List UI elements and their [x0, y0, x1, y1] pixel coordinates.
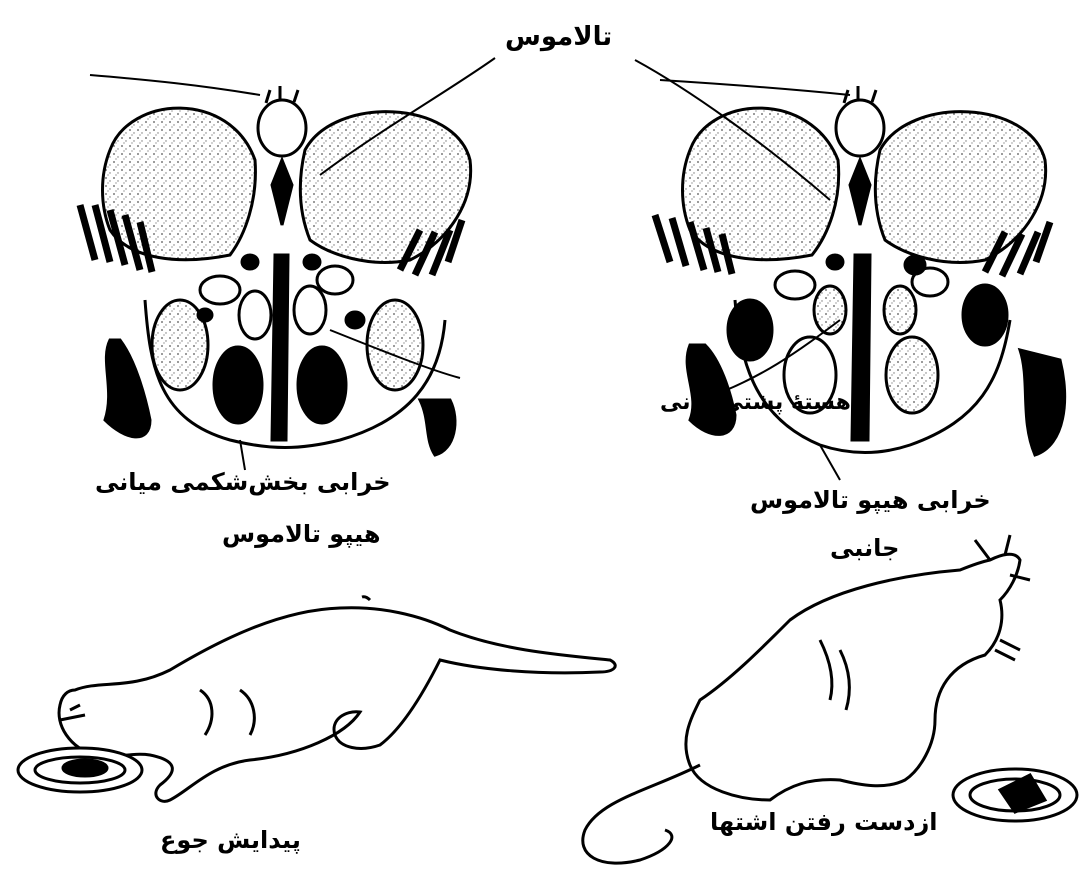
eating-cat: [18, 597, 615, 802]
left-brain-left-flank: [105, 340, 150, 437]
thalamus-label: تالاموس: [505, 24, 612, 50]
right-brain-center-slit: [850, 160, 870, 225]
right-brain-top-bulb: [836, 100, 884, 156]
left-lesion-caption-line1: خرابی بخش‌شکمی میانی: [95, 470, 391, 494]
left-lesion-caption-line2: هیپو تالاموس: [222, 522, 381, 546]
right-brain-lesion-right: [963, 285, 1007, 345]
left-brain-lesion-left: [214, 347, 262, 423]
right-brain-stem: [852, 255, 870, 440]
sitting-cat-body: [686, 554, 1020, 800]
hunger-caption: پیدایش جوع: [160, 828, 301, 852]
right-lesion-caption-line1: خرابی هیپو تالاموس: [750, 488, 991, 512]
right-brain-right-flank: [1020, 350, 1065, 455]
left-brain-top-bulb: [258, 100, 306, 156]
left-brain-section: [80, 58, 495, 470]
right-brain-lesion-left: [728, 300, 772, 360]
left-brain-left-lobe: [103, 108, 256, 260]
right-lesion-caption-line2: جانبی: [830, 536, 899, 560]
left-brain-stem: [272, 255, 288, 440]
sitting-cat-tail: [583, 765, 700, 863]
anorexia-caption: ازدست رفتن اشتها: [710, 810, 937, 834]
median-nucleus-label: هستهٔ پشتی‌میانی: [660, 392, 851, 414]
left-brain-lesion-right: [298, 347, 346, 423]
left-brain-right-flank: [420, 400, 455, 455]
left-brain-center-slit: [272, 160, 292, 225]
right-brain-section: [635, 60, 1065, 480]
